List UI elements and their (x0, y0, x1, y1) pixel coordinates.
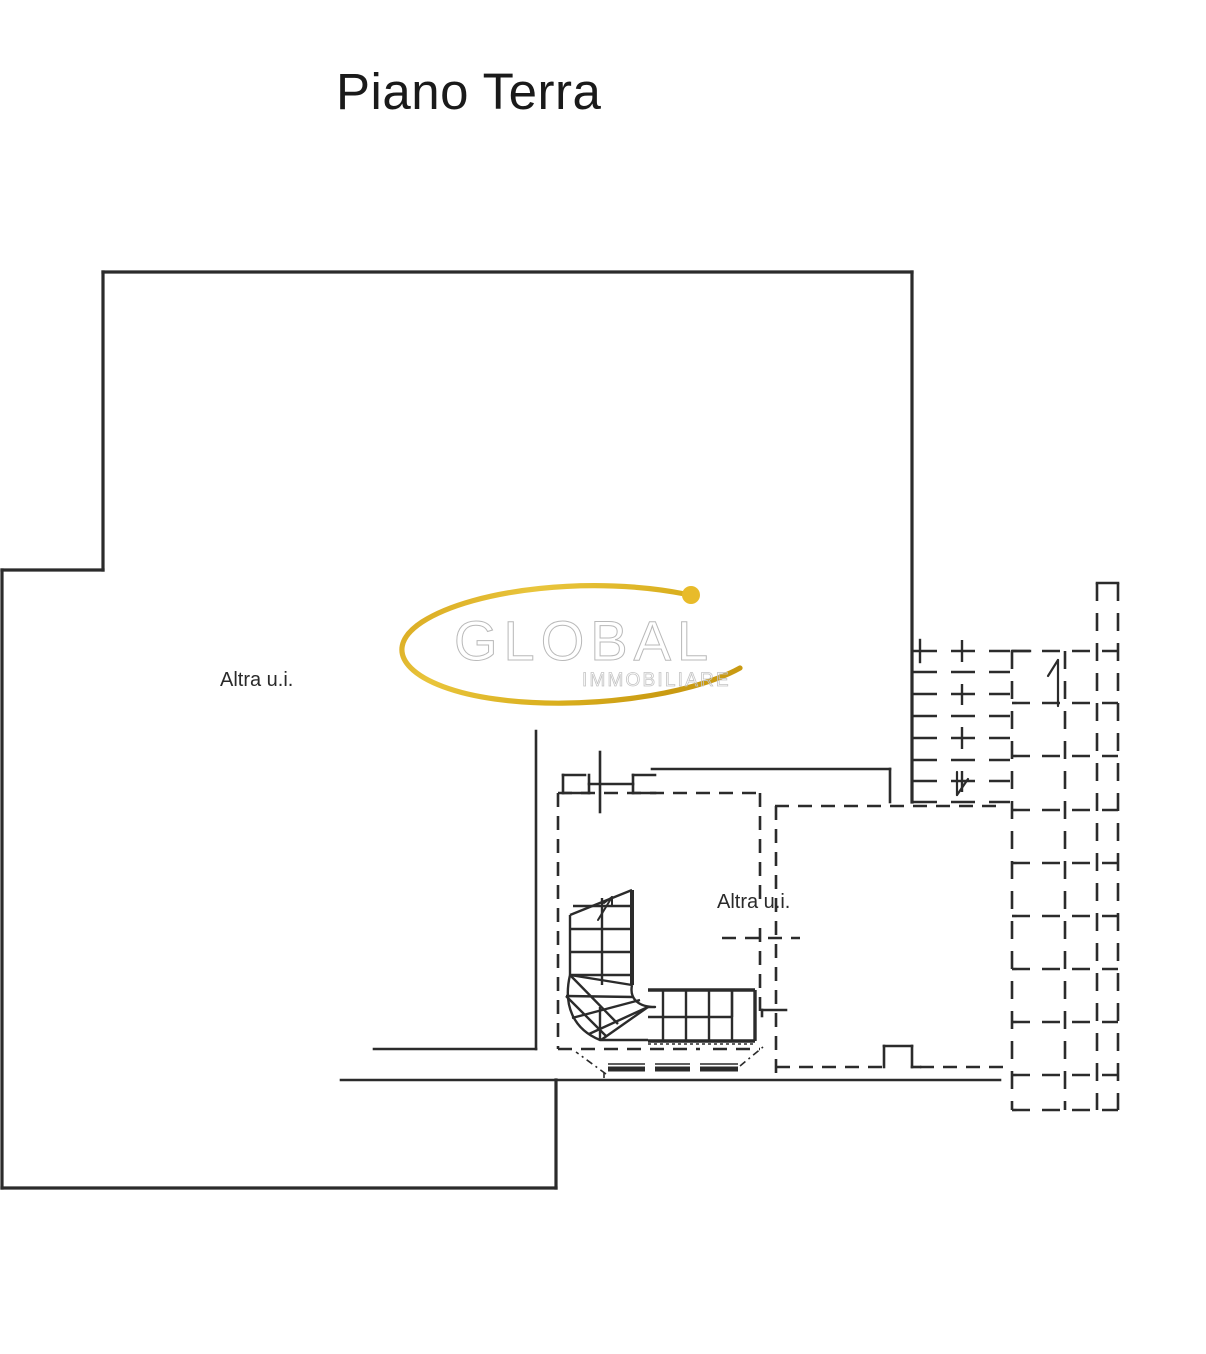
staircase-lower-flight (648, 988, 757, 1045)
staircase-upper-flight (568, 888, 634, 985)
building-outline (0, 270, 914, 1190)
staircase-up-arrow (597, 896, 613, 921)
entrance-gate-symbol (575, 1046, 764, 1078)
adjacent-unit-dashed-walls (556, 791, 1012, 1080)
interior-walls-solid (339, 729, 1002, 1082)
left-stair-direction-arrow (955, 770, 970, 797)
right-stair-direction-arrow (1046, 658, 1060, 708)
staircase-winder-treads (565, 973, 657, 1042)
dashed-wall-jogs (760, 1008, 922, 1069)
misc-details (918, 638, 1032, 664)
page-title: Piano Terra (336, 63, 602, 120)
left-stair-grid (913, 640, 1010, 804)
room-label-altra-ui-right: Altra u.i. (717, 891, 791, 913)
room-label-altra-ui-left: Altra u.i. (220, 669, 294, 691)
right-dashed-grid (1010, 583, 1120, 1112)
